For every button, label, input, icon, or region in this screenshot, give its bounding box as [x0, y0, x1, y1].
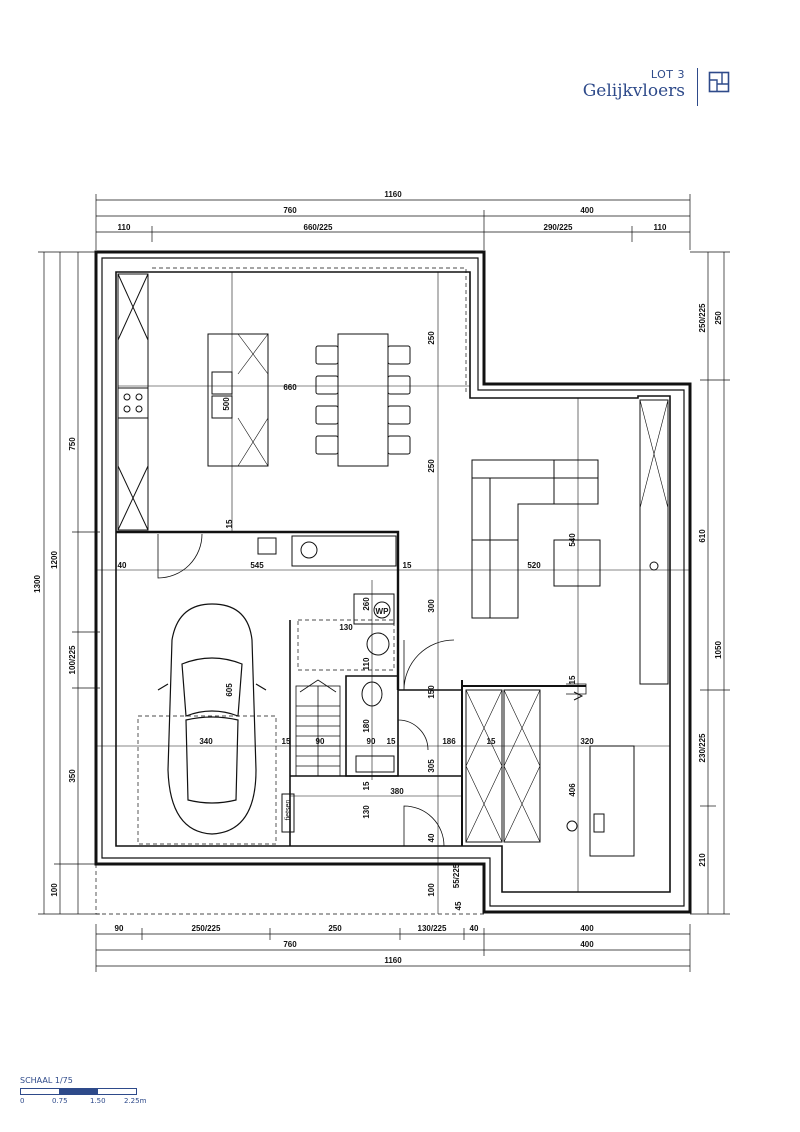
- dim-55-225: 55/225: [452, 863, 461, 888]
- dimension-lines: [38, 194, 730, 972]
- header-text: LOT 3 Gelijkvloers: [583, 68, 685, 101]
- doors: [157, 533, 587, 847]
- dim-right-610: 610: [698, 529, 707, 543]
- dim-right-210: 210: [698, 853, 707, 867]
- storage: [281, 689, 635, 857]
- dim-living-depth: 250: [427, 459, 436, 473]
- dim-left-350: 350: [68, 769, 77, 783]
- dim-260: 260: [362, 597, 371, 611]
- dim-bottom-total: 1160: [384, 956, 402, 965]
- dim-305: 305: [427, 759, 436, 773]
- dim-top-total: 1160: [384, 190, 402, 199]
- dim-right-230-225: 230/225: [698, 733, 707, 762]
- dim-110: 110: [362, 657, 371, 670]
- dim-40-b: 40: [427, 833, 436, 842]
- dim-right-250-225: 250/225: [698, 303, 707, 332]
- scale-bar: SCHAAL 1/75 0 0.75 1.50 2.25m: [20, 1076, 160, 1107]
- dim-bottom-seg-6: 400: [580, 924, 594, 933]
- dim-top-seg-2: 660/225: [304, 223, 333, 232]
- dim-kitchen-depth: 250: [427, 331, 436, 345]
- sofa: [471, 399, 669, 685]
- bike-storage-label: fietsen: [285, 800, 292, 821]
- dim-540: 540: [568, 533, 577, 547]
- dim-45: 45: [454, 901, 463, 910]
- dim-left-total: 1300: [33, 575, 42, 593]
- dim-bottom-seg-2: 250/225: [192, 924, 221, 933]
- dim-130: 130: [339, 623, 353, 632]
- dim-15-c: 15: [282, 737, 291, 746]
- dim-top-seg-3: 290/225: [544, 223, 573, 232]
- dim-340: 340: [199, 737, 213, 746]
- scale-tick-2: 1.50: [90, 1097, 106, 1105]
- page-header: LOT 3 Gelijkvloers: [583, 68, 730, 106]
- floorplan-icon: [708, 71, 730, 93]
- dim-100: 100: [427, 883, 436, 897]
- dim-130-b: 130: [362, 805, 371, 819]
- dim-bottom-right: 400: [580, 940, 594, 949]
- dim-bottom-seg-3: 250: [328, 924, 342, 933]
- dim-left-100: 100: [50, 883, 59, 897]
- heatpump-label: WP: [376, 607, 390, 616]
- dim-380: 380: [390, 787, 404, 796]
- dim-406: 406: [568, 783, 577, 797]
- dim-bottom-seg-1: 90: [115, 924, 124, 933]
- dim-15-a: 15: [225, 519, 234, 528]
- dim-kitchen-width: 660: [283, 383, 297, 392]
- dining-table: [315, 333, 411, 467]
- stairs: [295, 679, 341, 777]
- dim-left-100-225: 100/225: [68, 645, 77, 674]
- scale-tick-3: 2.25m: [124, 1097, 147, 1105]
- dim-right-1050: 1050: [714, 641, 723, 659]
- dim-15-b: 15: [403, 561, 412, 570]
- dashed-overhang: [95, 267, 484, 915]
- dim-520: 520: [527, 561, 541, 570]
- dim-150: 150: [427, 685, 436, 699]
- dim-left-750: 750: [68, 437, 77, 451]
- room-dimension-labels: 660 250 250 500 15 40 545 15 520 540 300…: [118, 331, 595, 911]
- scale-bar-graphic: [20, 1088, 137, 1095]
- lot-number: LOT 3: [650, 68, 685, 81]
- kitchen: [117, 273, 269, 531]
- scale-label: SCHAAL 1/75: [20, 1076, 73, 1085]
- scale-ticks: 0 0.75 1.50 2.25m: [20, 1095, 160, 1107]
- dim-320: 320: [580, 737, 594, 746]
- dim-bottom-seg-5: 40: [470, 924, 479, 933]
- dim-left-1200: 1200: [50, 551, 59, 569]
- dim-15-d: 15: [387, 737, 396, 746]
- dim-right-250: 250: [714, 311, 723, 325]
- dim-top-seg-4: 110: [654, 223, 667, 232]
- walls: [94, 250, 692, 914]
- dim-186: 186: [442, 737, 456, 746]
- dim-15-f: 15: [362, 781, 371, 790]
- dim-top-seg-1: 110: [118, 223, 131, 232]
- dim-top-left: 760: [283, 206, 297, 215]
- dim-island: 500: [222, 397, 231, 411]
- dim-545: 545: [250, 561, 264, 570]
- dim-15-e: 15: [487, 737, 496, 746]
- dim-180: 180: [362, 719, 371, 733]
- internal-dimension-lines: [96, 272, 690, 914]
- dim-90-a: 90: [316, 737, 325, 746]
- dimension-labels: 1160 760 400 110 660/225 290/225 110 90 …: [33, 190, 723, 965]
- header-divider: [697, 68, 698, 106]
- dim-40: 40: [118, 561, 127, 570]
- scale-tick-0: 0: [20, 1097, 25, 1105]
- scale-tick-1: 0.75: [52, 1097, 68, 1105]
- floor-title: Gelijkvloers: [582, 81, 685, 101]
- dim-15-g: 15: [568, 675, 577, 684]
- dim-bottom-seg-4: 130/225: [418, 924, 447, 933]
- dim-bottom-left: 760: [283, 940, 297, 949]
- dim-605: 605: [225, 683, 234, 697]
- dim-300: 300: [427, 599, 436, 613]
- dim-90-b: 90: [367, 737, 376, 746]
- car: [157, 603, 267, 835]
- dim-top-right: 400: [580, 206, 594, 215]
